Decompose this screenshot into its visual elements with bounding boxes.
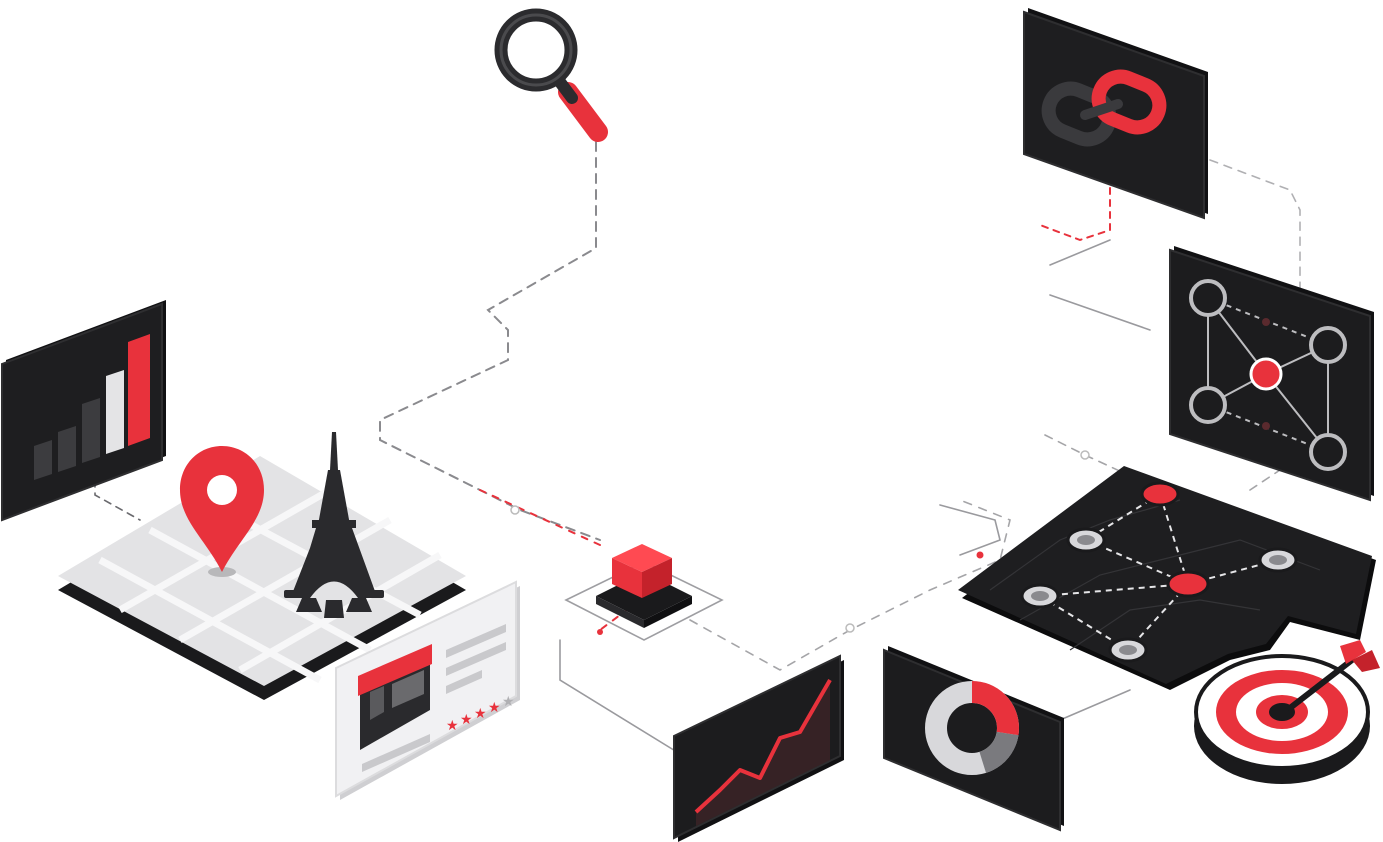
- bar-chart-panel: [1, 300, 166, 522]
- svg-text:★: ★: [488, 699, 501, 715]
- map-pin-icon: [180, 446, 264, 577]
- connector-donut: [1059, 689, 1131, 721]
- chain-link-icon: [1041, 69, 1167, 147]
- connector-node: [1080, 450, 1090, 460]
- connector-chain: [1039, 187, 1111, 242]
- connector-node-red: [597, 629, 603, 635]
- target-icon: [1194, 640, 1380, 784]
- rating-stars-icon: ★ ★ ★ ★ ★: [446, 693, 515, 733]
- cube-icon: [612, 544, 672, 598]
- connector-chain-right: [1209, 159, 1301, 291]
- connector-node: [510, 505, 520, 515]
- connector-network-left: [1049, 239, 1151, 331]
- connector-map-left: [939, 504, 1001, 556]
- map-tile: [58, 432, 466, 700]
- connector-lines: [94, 141, 1301, 761]
- store-card: ★ ★ ★ ★ ★: [335, 580, 520, 800]
- bar-chart-icon: [34, 334, 150, 480]
- node-map: [958, 466, 1376, 690]
- area-chart-panel: [673, 654, 844, 842]
- connector-cube-right: [689, 499, 1011, 671]
- magnifier-icon: [494, 8, 608, 142]
- storefront-icon: [358, 644, 432, 750]
- network-graph-icon: [1189, 279, 1347, 471]
- chain-link-panel: [1023, 8, 1208, 220]
- svg-text:★: ★: [460, 711, 473, 727]
- network-graph-panel: [1169, 246, 1374, 502]
- donut-chart-icon: [925, 681, 1019, 775]
- eiffel-tower-icon: [284, 432, 384, 618]
- connector-barchart: [94, 479, 141, 521]
- area-chart-icon: [694, 679, 832, 826]
- node-map-icon: [1020, 481, 1298, 663]
- connector-node-red: [976, 551, 984, 559]
- donut-chart-panel: [883, 646, 1064, 832]
- connector-cube-left: [559, 639, 691, 761]
- connector-cube-red: [479, 489, 641, 631]
- svg-text:★: ★: [502, 693, 515, 709]
- connector-node: [845, 623, 855, 633]
- svg-text:★: ★: [474, 705, 487, 721]
- svg-text:★: ★: [446, 717, 459, 733]
- connector-magnifier: [379, 141, 601, 541]
- cube-button: [564, 544, 724, 641]
